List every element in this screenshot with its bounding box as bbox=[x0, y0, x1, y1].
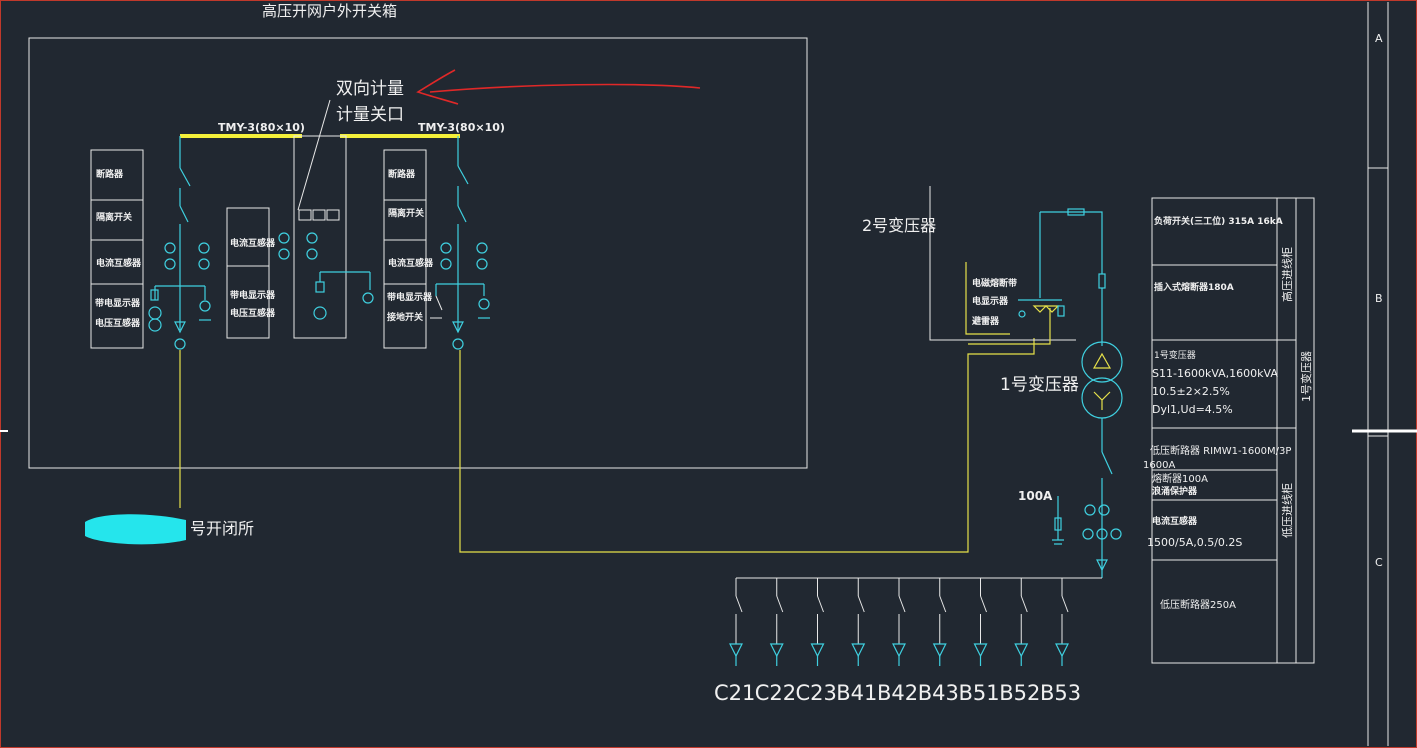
cabinet-left-breaker: 断路器 bbox=[96, 168, 124, 180]
metering-cabinet bbox=[293, 135, 347, 339]
feeder-label: B41 bbox=[836, 681, 877, 705]
feeder-arrow bbox=[1014, 643, 1029, 658]
feeder-arrow bbox=[932, 643, 947, 658]
feeder-label: C22 bbox=[755, 681, 796, 705]
zone-label-a: A bbox=[1375, 32, 1383, 45]
meter-box bbox=[298, 209, 312, 221]
feeder-label: B42 bbox=[877, 681, 918, 705]
feeder-breaker bbox=[898, 595, 906, 613]
feeder-breaker bbox=[1020, 595, 1028, 613]
surge-indicator: 电显示器 bbox=[972, 295, 1009, 307]
cabinet-right-earthing: 接地开关 bbox=[387, 311, 423, 323]
feeder-label: B52 bbox=[999, 681, 1040, 705]
spec-fuse-100a: 熔断器100A bbox=[1152, 472, 1208, 485]
redacted-mark bbox=[85, 514, 186, 545]
switchbox-title: 高压开网户外开关箱 bbox=[262, 2, 397, 20]
cabinet-left-indicator: 带电显示器 bbox=[95, 297, 141, 309]
spec-ct: 电流互感器 bbox=[1152, 515, 1198, 527]
isolator-left bbox=[179, 205, 189, 223]
feeder-label: B51 bbox=[959, 681, 1000, 705]
spec-transformer-rating: S11-1600kVA,1600kVA bbox=[1152, 367, 1278, 380]
feeder-breaker bbox=[857, 595, 865, 613]
feeder-arrow bbox=[973, 643, 988, 658]
meter-box bbox=[326, 209, 340, 221]
busbar-left-label: TMY-3(80×10) bbox=[218, 121, 305, 134]
spec-lv-side: 低压进线柜 bbox=[1280, 483, 1294, 538]
source-label: 号开闭所 bbox=[190, 519, 254, 538]
cabinet-mid-indicator: 带电显示器 bbox=[230, 289, 276, 301]
feeder-breaker bbox=[817, 595, 824, 613]
feeder-arrow bbox=[769, 643, 784, 658]
surge-fuse: 电磁熔断带 bbox=[972, 277, 1017, 289]
feeder-label: C21 bbox=[714, 681, 755, 705]
cabinet-left-labels bbox=[90, 149, 144, 349]
cabinet-left-ct: 电流互感器 bbox=[96, 257, 142, 269]
transformer-1-label: 1号变压器 bbox=[1000, 375, 1079, 395]
cabinet-right-labels bbox=[383, 149, 427, 349]
transformer-1-primary bbox=[1081, 341, 1123, 383]
zone-label-c: C bbox=[1375, 556, 1383, 569]
spec-load-switch: 负荷开关(三工位) 315A 16kA bbox=[1154, 215, 1283, 227]
hv-fuse bbox=[1098, 273, 1106, 289]
feeder-breaker bbox=[735, 595, 743, 613]
cabinet-mid-labels bbox=[226, 207, 270, 339]
transformer-1-secondary bbox=[1081, 377, 1123, 419]
surge-arrester: 避雷器 bbox=[972, 315, 1000, 327]
cabinet-mid-ct: 电流互感器 bbox=[230, 237, 276, 249]
lv-main-breaker bbox=[1101, 451, 1113, 475]
cabinet-mid-pt: 电压互感器 bbox=[230, 307, 276, 319]
pt-left bbox=[148, 306, 162, 320]
breaker-left bbox=[179, 167, 191, 187]
cabinet-right-ct: 电流互感器 bbox=[388, 257, 434, 269]
transformer-2-label: 2号变压器 bbox=[862, 216, 936, 235]
feeder-arrow bbox=[1055, 643, 1069, 658]
feeder-label: C23 bbox=[796, 681, 837, 705]
spec-feeder-breaker: 低压断路器250A bbox=[1160, 598, 1236, 611]
zone-label-b: B bbox=[1375, 292, 1383, 305]
cabinet-right-isolator: 隔离开关 bbox=[388, 207, 424, 219]
feeder-breaker bbox=[939, 595, 947, 613]
feeder-breaker bbox=[776, 595, 784, 613]
feeder-arrow bbox=[810, 643, 825, 658]
spec-hv-side: 高压进线柜 bbox=[1280, 247, 1294, 302]
red-arrow bbox=[416, 69, 701, 105]
cable-right bbox=[459, 338, 1035, 553]
cabinet-right-breaker: 断路器 bbox=[388, 168, 416, 180]
spec-lv-breaker-rating: 1600A bbox=[1143, 460, 1175, 471]
breaker-right bbox=[457, 165, 469, 185]
feeder-breaker bbox=[1061, 595, 1069, 613]
feeder-arrow bbox=[729, 643, 743, 658]
cabinet-left-pt: 电压互感器 bbox=[95, 317, 141, 329]
feeder-label: B53 bbox=[1040, 681, 1081, 705]
spec-hv-fuse: 插入式熔断器180A bbox=[1154, 281, 1234, 293]
breaker-100a-label: 100A bbox=[1018, 489, 1053, 503]
feeder-arrow bbox=[892, 643, 906, 658]
spec-surge-protector: 浪涌保护器 bbox=[1152, 485, 1198, 497]
load-switch bbox=[1067, 208, 1085, 216]
spec-transformer-tap: 10.5±2×2.5% bbox=[1152, 385, 1230, 398]
spec-transformer-vector: Dyl1,Ud=4.5% bbox=[1152, 403, 1233, 416]
annotation-leader bbox=[297, 99, 331, 211]
isolator-right bbox=[457, 205, 467, 223]
feeder-breaker bbox=[980, 595, 987, 613]
transformer-2-enclosure bbox=[929, 186, 1076, 341]
cabinet-left-isolator: 隔离开关 bbox=[96, 211, 132, 223]
spec-ct-ratio: 1500/5A,0.5/0.2S bbox=[1147, 536, 1242, 549]
feeder-label: B43 bbox=[918, 681, 959, 705]
spec-lv-breaker: 低压断路器 RIMW1-1600M/3P bbox=[1150, 444, 1291, 457]
meter-box bbox=[312, 209, 326, 221]
spec-table bbox=[1151, 197, 1315, 664]
busbar-right-label: TMY-3(80×10) bbox=[418, 121, 505, 134]
feeder-arrow bbox=[851, 643, 866, 658]
switchbox-enclosure bbox=[28, 37, 808, 469]
cabinet-right-indicator: 带电显示器 bbox=[387, 291, 433, 303]
spec-tr-side: 1号变压器 bbox=[1299, 351, 1313, 402]
annotation-metering-gateway: 计量关口 bbox=[336, 105, 404, 125]
ct-left bbox=[164, 242, 176, 254]
spec-transformer-name: 1号变压器 bbox=[1154, 349, 1196, 361]
annotation-bidirectional-metering: 双向计量 bbox=[336, 79, 404, 99]
